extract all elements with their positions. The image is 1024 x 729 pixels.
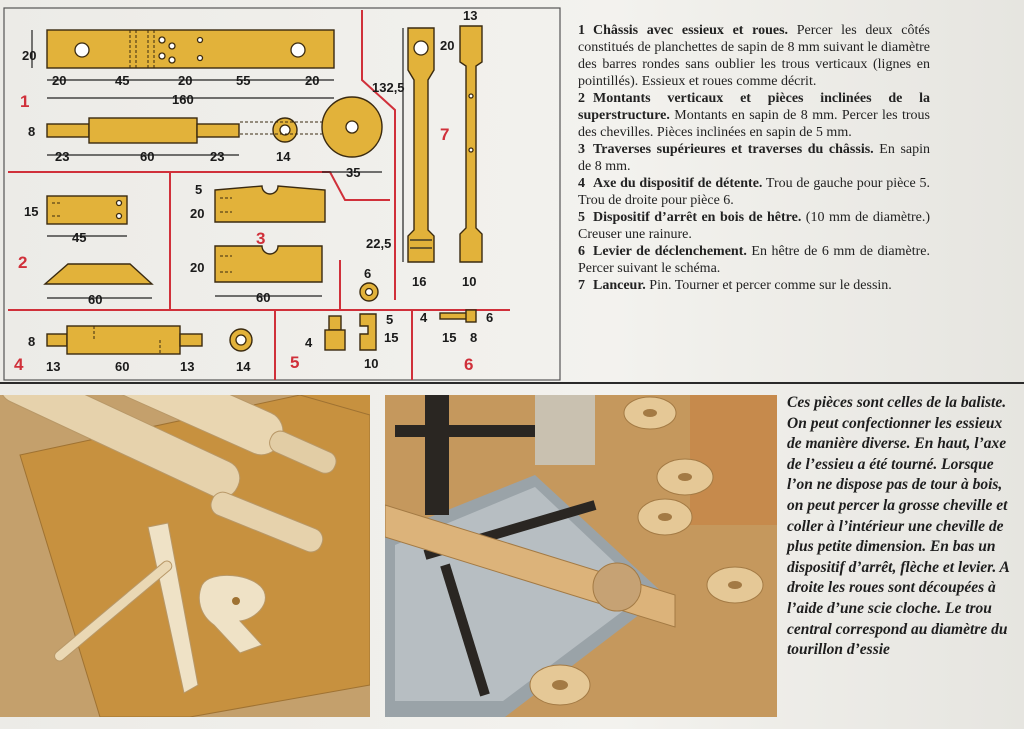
- section-rule: [0, 382, 1024, 384]
- part-number-5: 5: [290, 353, 299, 372]
- dim-60-p4: 60: [115, 359, 129, 374]
- dim-22-5: 22,5: [366, 236, 391, 251]
- dim-20-p3a: 20: [190, 206, 204, 221]
- dim-4-p6: 4: [420, 310, 428, 325]
- dim-5-p5: 5: [386, 312, 393, 327]
- dim-45-p2: 45: [72, 230, 86, 245]
- photo-dowels-and-lever: [0, 395, 370, 717]
- dim-15-p5: 15: [384, 330, 398, 345]
- part-6-release-lever: [439, 309, 477, 323]
- part-7-launcher: [407, 25, 483, 263]
- dim-10-p5: 10: [364, 356, 378, 371]
- dim-60-p3: 60: [256, 290, 270, 305]
- part-3-chassis-crosspiece: [214, 245, 323, 283]
- dim-20c: 20: [305, 73, 319, 88]
- part-5-stop-device: [324, 282, 379, 351]
- dim-15-p2: 15: [24, 204, 38, 219]
- dim-13-top: 13: [463, 8, 477, 23]
- dim-4-p5: 4: [305, 335, 313, 350]
- section-dividers: [8, 10, 510, 380]
- dim-20-top: 20: [440, 38, 454, 53]
- dim-5-p3: 5: [195, 182, 202, 197]
- dim-14-washer: 14: [276, 149, 291, 164]
- dim-15-p6: 15: [442, 330, 456, 345]
- dim-60-p2: 60: [88, 292, 102, 307]
- part-3-upper-crosspiece: [214, 185, 326, 223]
- dim-45: 45: [115, 73, 129, 88]
- dim-8-p6: 8: [470, 330, 477, 345]
- dim-35: 35: [346, 165, 360, 180]
- part-1-axle: [46, 117, 240, 144]
- dim-13-p4b: 13: [180, 359, 194, 374]
- diagram-frame: [3, 7, 561, 381]
- part-number-1: 1: [20, 92, 29, 111]
- dim-16: 16: [412, 274, 426, 289]
- part-1-washer: [272, 117, 298, 143]
- dim-8-p4: 8: [28, 334, 35, 349]
- dim-20-left: 20: [22, 48, 36, 63]
- part-number-7: 7: [440, 125, 449, 144]
- part-number-4: 4: [14, 355, 24, 374]
- part-number-6: 6: [464, 355, 473, 374]
- photo-caption: Ces pièces sont celles de la baliste. On…: [787, 394, 1009, 659]
- dim-20a: 20: [52, 73, 66, 88]
- part-number-3: 3: [256, 229, 265, 248]
- part-4-trigger-axle: [46, 325, 253, 355]
- dim-60-axle: 60: [140, 149, 154, 164]
- dim-6-p5: 6: [364, 266, 371, 281]
- dim-14-p4: 14: [236, 359, 251, 374]
- dim-23a: 23: [55, 149, 69, 164]
- part-number-2: 2: [18, 253, 27, 272]
- part-2-upright: [46, 195, 128, 225]
- dim-10-p7: 10: [462, 274, 476, 289]
- dim-8-axle: 8: [28, 124, 35, 139]
- dim-23b: 23: [210, 149, 224, 164]
- dim-6-p6: 6: [486, 310, 493, 325]
- dim-160: 160: [172, 92, 194, 107]
- parts-diagram: .pf{fill:#e2b23a;stroke:#3a2a10;stroke-w…: [0, 0, 565, 382]
- dim-20-p3b: 20: [190, 260, 204, 275]
- dim-13-p4a: 13: [46, 359, 60, 374]
- part-1-wheel: [321, 96, 383, 158]
- dim-20b: 20: [178, 73, 192, 88]
- dim-55: 55: [236, 73, 250, 88]
- dim-132-5: 132,5: [372, 80, 405, 95]
- part-2-inclined-piece: [43, 263, 154, 285]
- part-1-chassis-plank: [46, 29, 335, 69]
- photo-drill-press-wheels: [385, 395, 777, 717]
